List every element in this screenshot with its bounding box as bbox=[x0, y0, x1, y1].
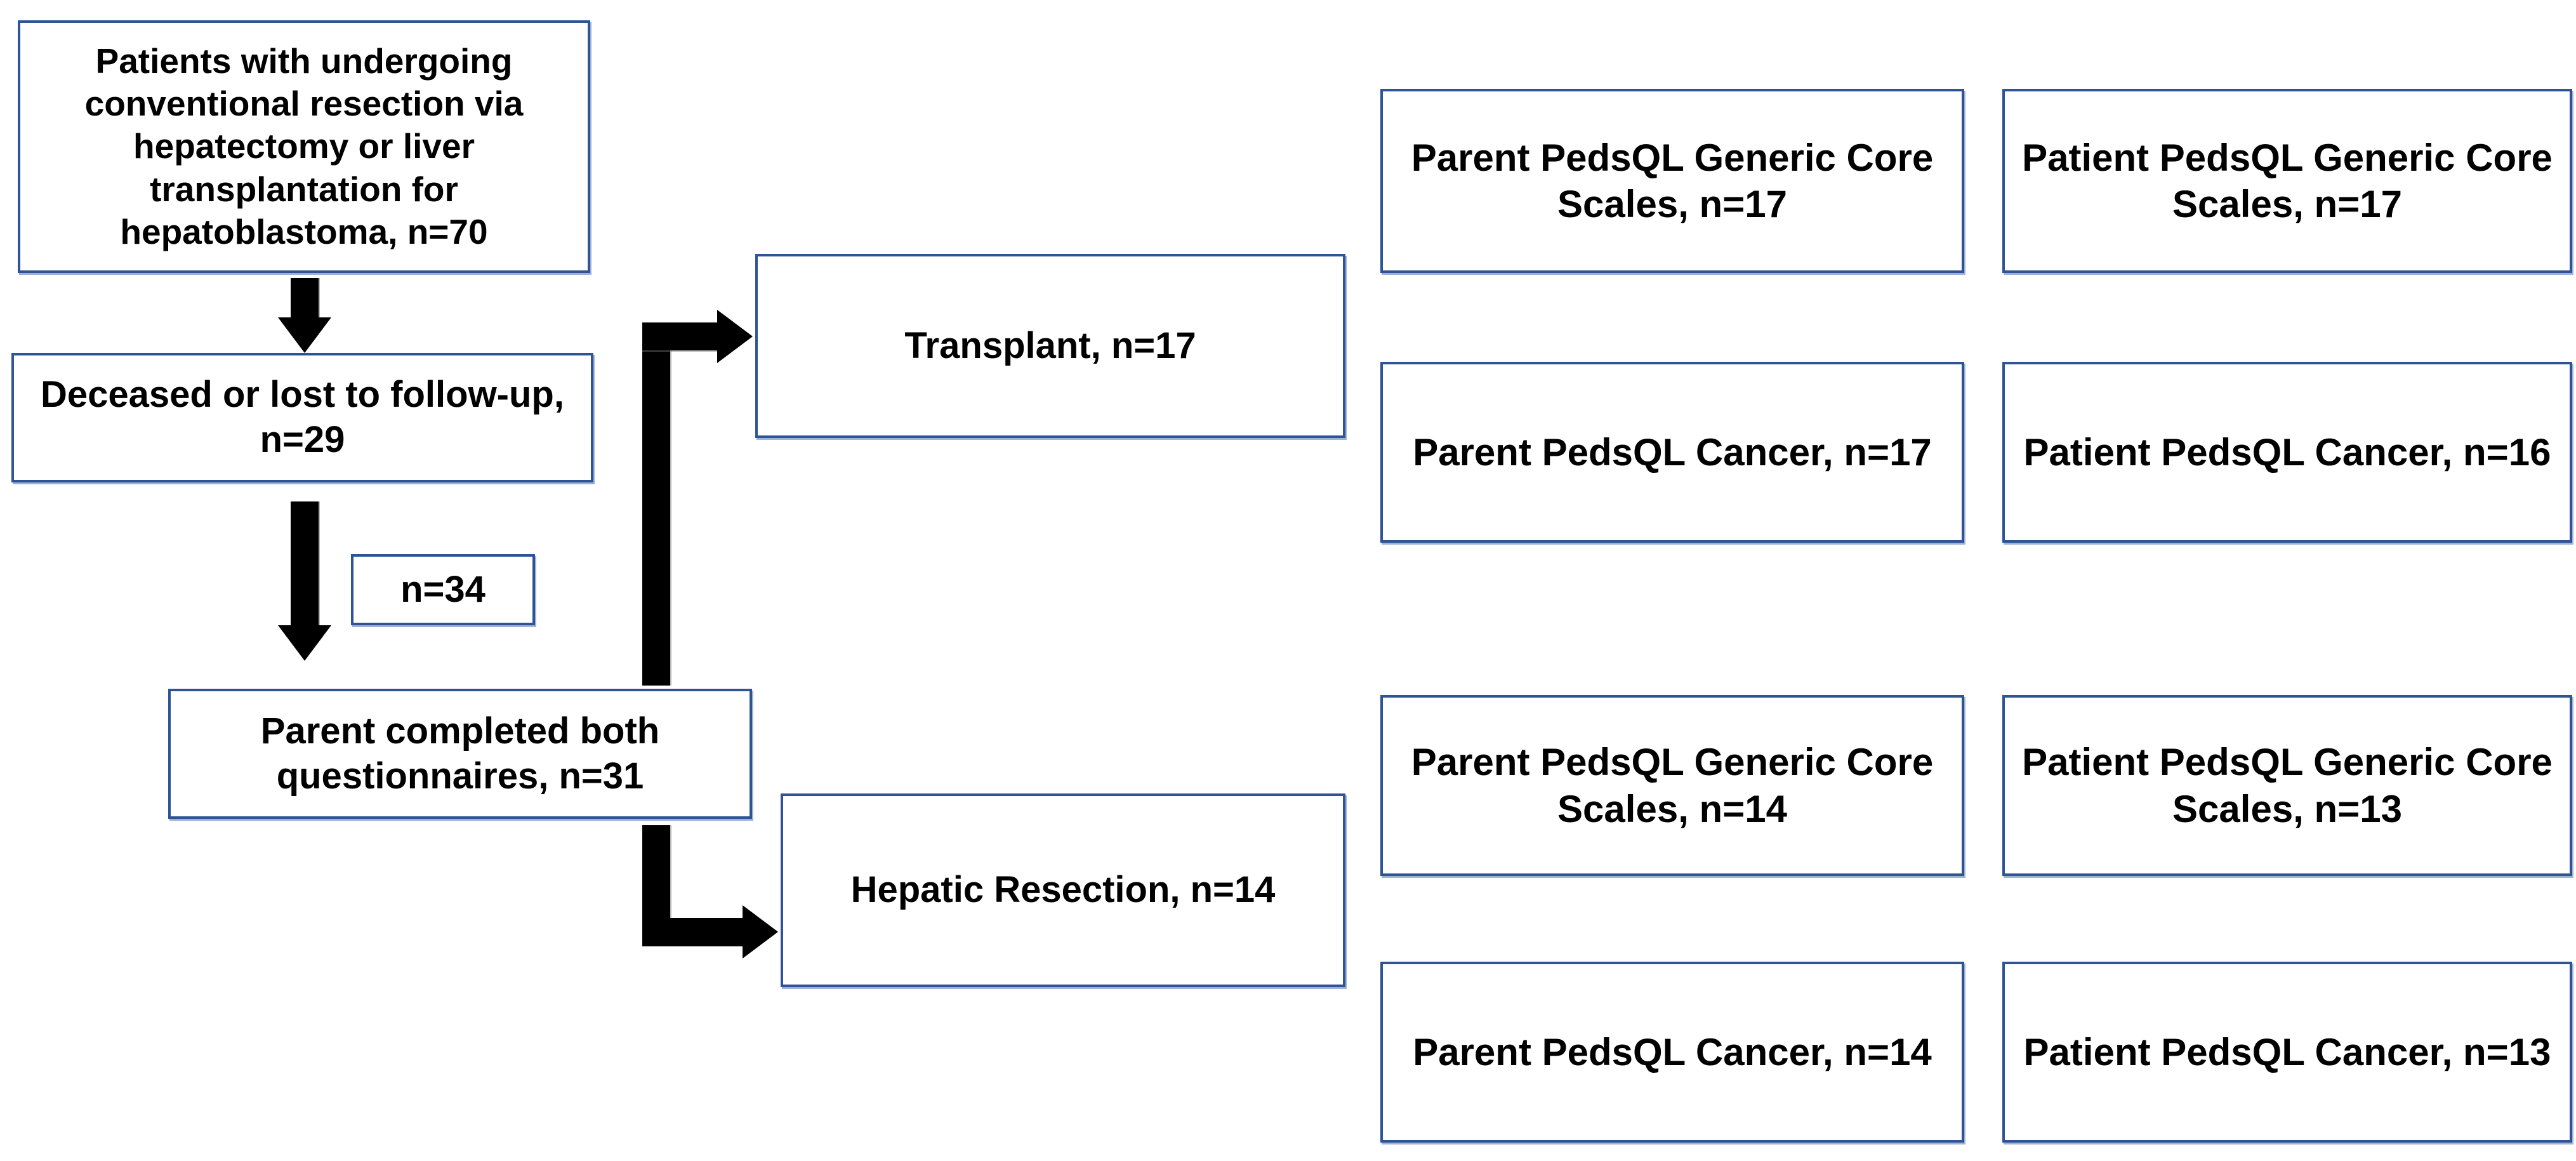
node-transplant-label: Transplant, n=17 bbox=[904, 324, 1196, 366]
outcome-transplant-parent-cancer: Parent PedsQL Cancer, n=17 bbox=[1380, 362, 1964, 543]
connector-to-transplant-arm bbox=[642, 322, 718, 350]
outcome-label: Patient PedsQL Cancer, n=16 bbox=[2023, 430, 2551, 474]
node-excluded: Deceased or lost to follow-up, n=29 bbox=[11, 353, 593, 482]
node-hepatic-resection: Hepatic Resection, n=14 bbox=[781, 793, 1345, 987]
connector-cohort-to-excluded-head bbox=[278, 317, 331, 353]
outcome-transplant-patient-cancer: Patient PedsQL Cancer, n=16 bbox=[2002, 362, 2572, 543]
outcome-label: Patient PedsQL Generic Core Scales, n=13 bbox=[2022, 741, 2553, 830]
node-excluded-label: Deceased or lost to follow-up, n=29 bbox=[41, 374, 564, 460]
node-remaining-count-label: n=34 bbox=[400, 568, 485, 610]
outcome-resection-parent-cancer: Parent PedsQL Cancer, n=14 bbox=[1380, 962, 1964, 1143]
connector-to-resection-arm bbox=[642, 918, 744, 946]
outcome-label: Patient PedsQL Cancer, n=13 bbox=[2023, 1030, 2551, 1073]
outcome-label: Parent PedsQL Cancer, n=14 bbox=[1413, 1030, 1932, 1073]
outcome-resection-patient-cancer: Patient PedsQL Cancer, n=13 bbox=[2002, 962, 2572, 1143]
outcome-label: Parent PedsQL Generic Core Scales, n=14 bbox=[1411, 741, 1934, 830]
node-completed-label: Parent completed both questionnaires, n=… bbox=[260, 710, 660, 797]
node-transplant: Transplant, n=17 bbox=[755, 254, 1345, 438]
connector-to-resection-head bbox=[743, 905, 778, 959]
outcome-transplant-parent-generic: Parent PedsQL Generic Core Scales, n=17 bbox=[1380, 89, 1964, 273]
outcome-resection-parent-generic: Parent PedsQL Generic Core Scales, n=14 bbox=[1380, 695, 1964, 876]
connector-excluded-to-completed-stem bbox=[291, 501, 319, 628]
node-hepatic-resection-label: Hepatic Resection, n=14 bbox=[850, 869, 1276, 911]
node-completed: Parent completed both questionnaires, n=… bbox=[168, 689, 752, 819]
outcome-label: Patient PedsQL Generic Core Scales, n=17 bbox=[2022, 136, 2553, 225]
connector-excluded-to-completed-head bbox=[278, 625, 331, 661]
node-cohort: Patients with undergoing conventional re… bbox=[18, 20, 590, 273]
node-cohort-label: Patients with undergoing conventional re… bbox=[84, 41, 524, 251]
outcome-transplant-patient-generic: Patient PedsQL Generic Core Scales, n=17 bbox=[2002, 89, 2572, 273]
connector-to-transplant-stem bbox=[642, 322, 670, 686]
outcome-label: Parent PedsQL Cancer, n=17 bbox=[1413, 430, 1932, 474]
node-remaining-count: n=34 bbox=[351, 554, 535, 625]
connector-cohort-to-excluded-stem bbox=[291, 278, 319, 320]
connector-to-transplant-head bbox=[717, 310, 753, 363]
outcome-resection-patient-generic: Patient PedsQL Generic Core Scales, n=13 bbox=[2002, 695, 2572, 876]
outcome-label: Parent PedsQL Generic Core Scales, n=17 bbox=[1411, 136, 1934, 225]
